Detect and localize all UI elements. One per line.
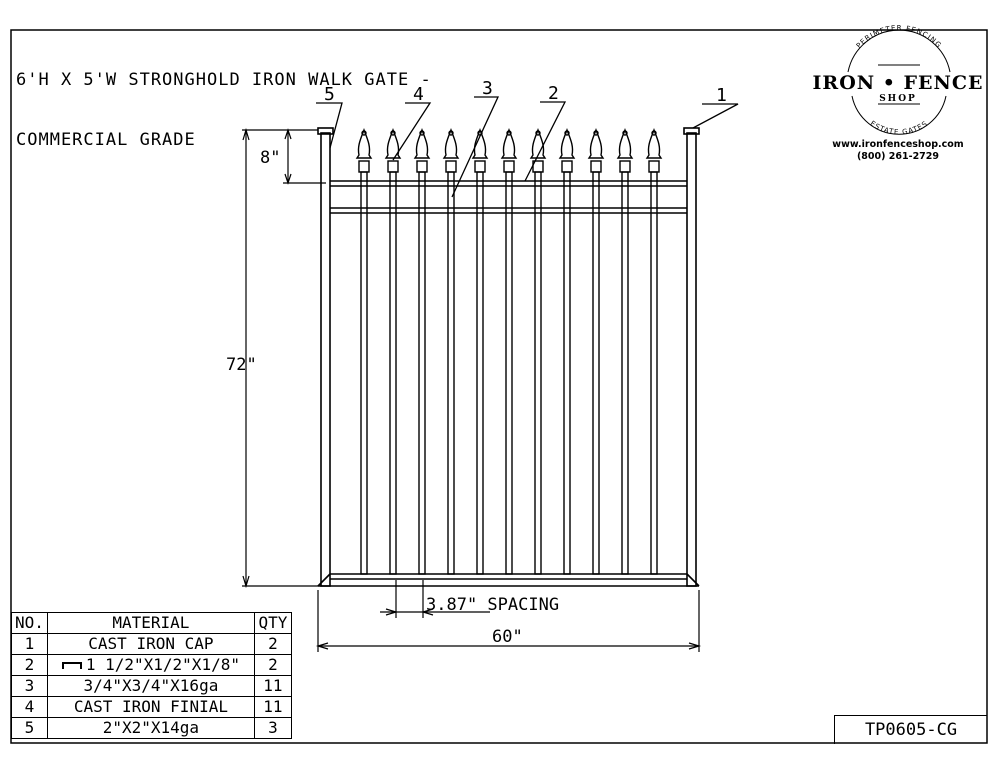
bom-no: 5 <box>11 717 48 739</box>
bom-material-cell: 1 1/2"X1/2"X1/8" <box>46 654 255 676</box>
picket <box>616 128 634 575</box>
title-line-2: COMMERCIAL GRADE <box>16 130 196 150</box>
bom-no: 3 <box>11 675 48 697</box>
bill-of-materials: NO. MATERIAL QTY 1 CAST IRON CAP 2 2 1 1… <box>11 612 292 739</box>
bom-row: 3 3/4"X3/4"X16ga 11 <box>11 675 292 697</box>
callout-2: 2 <box>548 83 559 104</box>
bom-row: 2 1 1/2"X1/2"X1/8" 2 <box>11 654 292 676</box>
post-right <box>686 132 697 587</box>
finial-height-label: 8" <box>260 148 280 168</box>
logo-phone: (800) 261-2729 <box>856 151 940 162</box>
dimension-labels: 8" 72" 3.87" SPACING 60" <box>226 148 559 647</box>
post-cap-left <box>317 127 334 135</box>
callout-3: 3 <box>482 78 493 99</box>
logo-website: www.ironfenceshop.com <box>832 139 964 150</box>
logo-brand: IRON • FENCE <box>812 72 984 94</box>
post-cap-right <box>683 127 700 135</box>
bom-no: 1 <box>11 633 48 655</box>
callout-4: 4 <box>413 84 424 105</box>
picket <box>442 128 460 575</box>
picket <box>587 128 605 575</box>
spacing-label: 3.87" SPACING <box>426 595 559 615</box>
title-line-1: 6'H X 5'W STRONGHOLD IRON WALK GATE - <box>16 70 432 90</box>
gate-frame <box>317 127 700 587</box>
picket <box>384 128 402 575</box>
bom-material: CAST IRON CAP <box>46 633 255 655</box>
gate-width-label: 60" <box>492 627 523 647</box>
picket <box>413 128 431 575</box>
bom-qty: 2 <box>253 633 292 655</box>
picket <box>558 128 576 575</box>
callout-1: 1 <box>716 85 727 106</box>
post-left <box>320 132 331 587</box>
gate-height-label: 72" <box>226 355 257 375</box>
logo-sub: SHOP <box>879 94 917 104</box>
base-slope-left <box>317 573 331 587</box>
channel-icon <box>61 662 82 669</box>
bom-row: 1 CAST IRON CAP 2 <box>11 633 292 655</box>
picket <box>500 128 518 575</box>
bom-material: 2"X2"X14ga <box>46 717 255 739</box>
picket <box>645 128 663 575</box>
bom-header-qty: QTY <box>253 612 292 634</box>
bom-header-material: MATERIAL <box>46 612 255 634</box>
sheet-border <box>10 29 988 744</box>
callout-lines <box>316 96 739 198</box>
logo-graphics <box>847 29 951 135</box>
picket <box>355 128 373 575</box>
bom-material: 1 1/2"X1/2"X1/8" <box>85 655 240 674</box>
callout-5: 5 <box>324 84 335 105</box>
drawing-code: TP0605-CG <box>834 715 987 744</box>
bom-material: CAST IRON FINIAL <box>46 696 255 718</box>
bom-qty: 11 <box>253 675 292 697</box>
bom-qty: 3 <box>253 717 292 739</box>
picket <box>529 128 547 575</box>
company-logo: IRON • FENCE SHOP www.ironfenceshop.com … <box>808 38 988 168</box>
bom-header-no: NO. <box>11 612 48 634</box>
bom-row: 4 CAST IRON FINIAL 11 <box>11 696 292 718</box>
picket <box>471 128 489 575</box>
bom-header-row: NO. MATERIAL QTY <box>11 612 292 634</box>
callout-numbers: 5 4 3 2 1 <box>324 78 727 106</box>
bom-qty: 2 <box>253 654 292 676</box>
pickets <box>355 128 663 575</box>
bom-material: 3/4"X3/4"X16ga <box>46 675 255 697</box>
bom-no: 2 <box>11 654 48 676</box>
bom-row: 5 2"X2"X14ga 3 <box>11 717 292 739</box>
drawing-title: 6'H X 5'W STRONGHOLD IRON WALK GATE - CO… <box>16 30 432 170</box>
dimension-lines <box>242 127 702 652</box>
bom-qty: 11 <box>253 696 292 718</box>
bom-no: 4 <box>11 696 48 718</box>
base-slope-right <box>686 573 700 587</box>
